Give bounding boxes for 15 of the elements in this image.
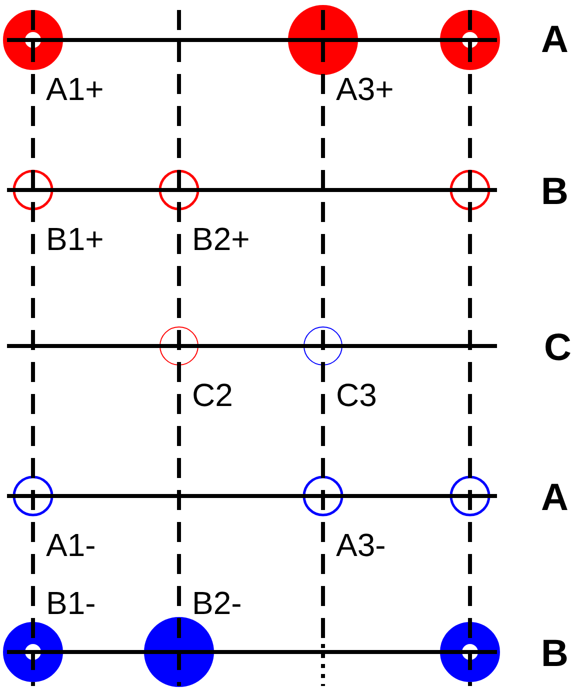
point-label: C2 [192, 378, 233, 412]
row-label: A [541, 478, 568, 518]
point-label: A3+ [336, 72, 394, 106]
point-label: A1- [46, 528, 96, 562]
point-label: B2- [192, 586, 242, 620]
row-label: C [544, 328, 572, 368]
point-label: A1+ [46, 72, 104, 106]
row-label: A [541, 20, 568, 60]
point-label: B1+ [46, 222, 104, 256]
point-label: B1- [46, 586, 96, 620]
point-label: A3- [336, 528, 386, 562]
row-label: B [541, 634, 568, 674]
point-label: B2+ [192, 222, 250, 256]
point-label: C3 [336, 378, 377, 412]
row-label: B [541, 172, 568, 212]
